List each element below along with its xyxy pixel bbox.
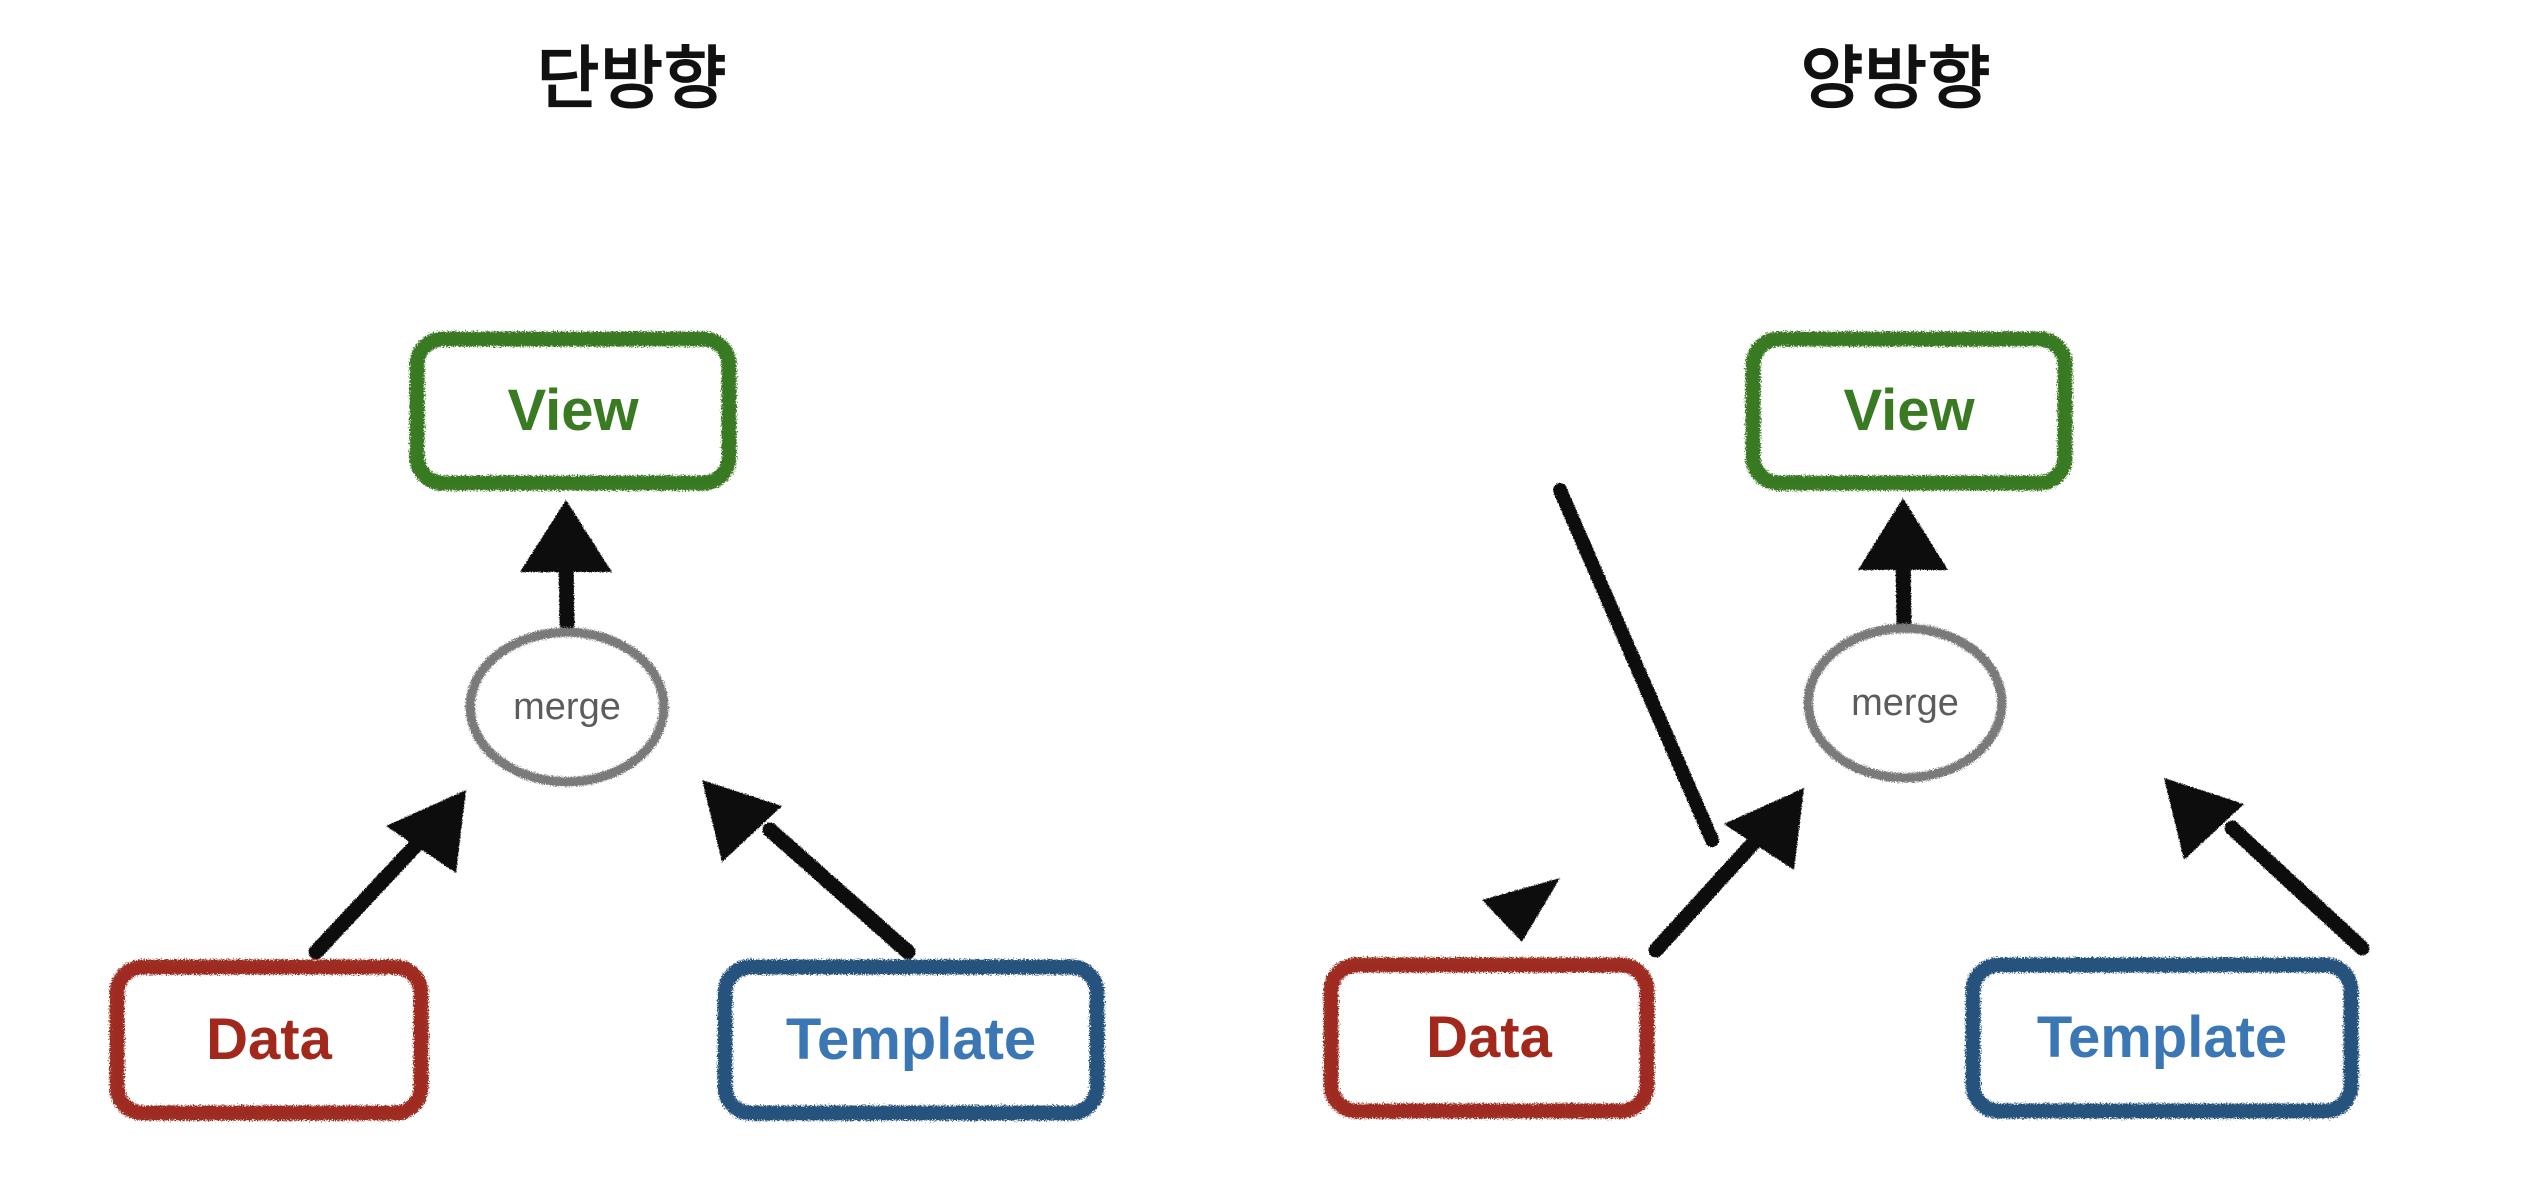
edge-template-to-merge [2164, 778, 2370, 956]
node-data-two-way[interactable]: Data [1322, 956, 1656, 1120]
node-merge-two-way[interactable]: merge [1800, 620, 2010, 786]
edge-data-to-merge [1648, 788, 1804, 958]
node-data-one-way[interactable]: Data [108, 958, 430, 1122]
node-template-label: Template [2036, 1005, 2288, 1070]
panel-title-one-way: 단방향 [536, 41, 728, 117]
node-merge-one-way[interactable]: merge [462, 624, 672, 790]
node-view-label: View [507, 378, 639, 443]
node-view-one-way[interactable]: View [408, 330, 738, 492]
edge-merge-to-view [520, 500, 612, 632]
node-data-label: Data [1426, 1005, 1552, 1070]
node-merge-label: merge [1851, 682, 1959, 724]
edge-view-to-data [1482, 483, 1719, 942]
node-data-label: Data [206, 1007, 332, 1072]
diagram-one-way: 단방향 [108, 41, 1106, 1122]
node-view-label: View [1843, 378, 1975, 443]
node-template-two-way[interactable]: Template [1964, 956, 2360, 1120]
merge-circle-outline [462, 624, 672, 790]
edge-merge-to-view [1858, 498, 1948, 630]
edge-template-to-merge [702, 780, 916, 960]
panel-title-two-way: 양방향 [1800, 41, 1992, 117]
node-template-label: Template [785, 1007, 1037, 1072]
edge-data-to-merge [308, 790, 466, 960]
diagram-two-way: 양방향 [1264, 0, 2528, 1198]
node-template-one-way[interactable]: Template [716, 958, 1106, 1122]
node-merge-label: merge [513, 686, 621, 728]
node-view-two-way[interactable]: View [1744, 330, 2074, 492]
